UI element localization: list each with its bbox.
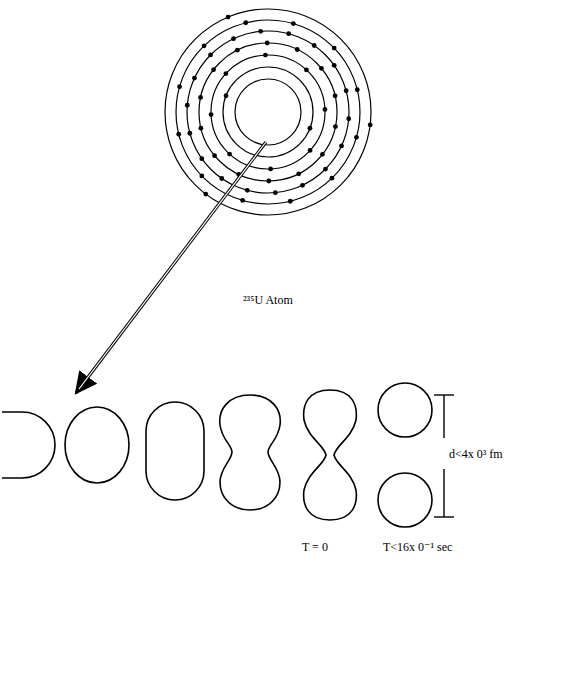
electron [243,20,248,25]
electron [268,167,273,172]
electron [245,188,250,193]
electron [258,29,263,34]
zoom-arrow-core [79,142,266,389]
electron [203,192,208,197]
electron [339,144,344,149]
electron [354,135,359,140]
electron [211,67,216,72]
electron [202,43,207,48]
electron [199,156,204,161]
electron [288,199,293,204]
electron [308,148,313,153]
electron [235,48,240,53]
electron [323,107,328,112]
electron [344,88,349,93]
electron-orbit [176,20,360,204]
electron-orbit [165,9,371,215]
atom-label: ²³⁵U Atom [243,293,293,307]
electron-orbit [235,79,301,145]
electron [198,95,203,100]
electron [300,183,305,188]
time-label: T<16x 0⁻¹ sec [383,540,452,554]
electron [240,198,245,203]
electron [231,36,236,41]
nucleus-stage [220,395,281,510]
electron [333,124,338,129]
electron [224,93,229,98]
electron [224,71,229,76]
electron [266,179,271,184]
electron [212,153,217,158]
electron [263,53,268,58]
electron [219,176,224,181]
electron [176,132,181,137]
electron [312,43,317,48]
electron [332,46,337,51]
electron [291,21,296,26]
electron-orbit [199,43,337,181]
electron [199,174,204,179]
nucleus-stage [304,390,357,520]
zoom-arrow [76,142,266,393]
distance-label: d<4x 0³ fm [449,447,503,461]
electron [308,126,313,131]
electron [177,84,182,89]
electron [208,53,213,58]
atom-orbits [165,9,371,215]
electron [273,190,278,195]
electron [296,171,301,176]
electron [286,31,291,36]
electron [265,41,270,46]
electron [187,131,192,136]
electron-orbit [223,67,313,157]
electron-orbit [187,31,349,193]
electron [295,47,300,52]
nucleus-stage [2,412,55,478]
electron [304,68,309,73]
electron [330,176,335,181]
electron-dots [176,15,372,204]
electron [185,103,190,108]
electron [226,15,231,20]
electron-orbit [211,55,325,169]
electron [333,93,338,98]
electron [368,123,373,128]
electron [192,76,197,81]
electron [209,112,214,117]
fission-fragment [378,383,432,437]
fission-fragment [378,473,432,527]
electron [319,66,324,71]
electron [323,167,328,172]
electron [199,126,204,131]
time-label: T = 0 [302,540,328,554]
nucleus-stage [146,402,204,500]
electron [320,152,325,157]
electron [346,116,351,121]
nucleus-stage [65,407,129,483]
electron [355,87,360,92]
electron [332,63,337,68]
electron [227,152,232,157]
fission-stages [2,383,432,527]
